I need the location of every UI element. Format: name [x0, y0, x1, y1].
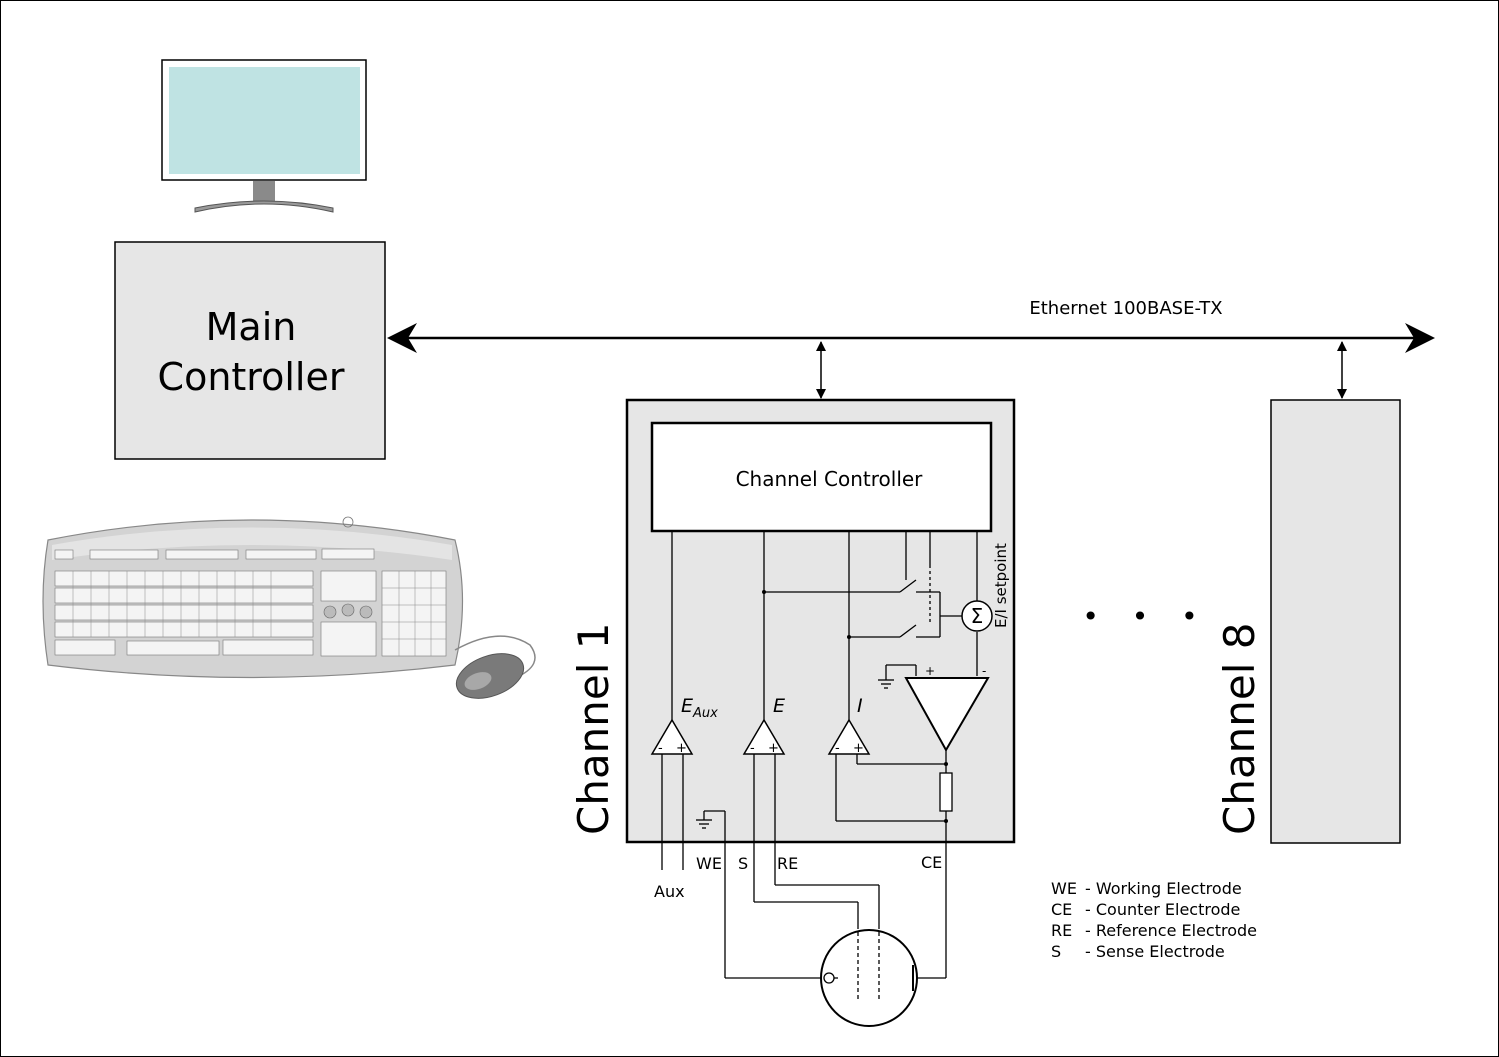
i-label: I: [857, 695, 863, 717]
we-terminal-label: WE: [696, 854, 722, 873]
power-amplifier-icon: + -: [904, 664, 990, 753]
e-aux-label: EAux: [681, 695, 718, 721]
junction-dots: [762, 590, 948, 823]
ethernet-label: Ethernet 100BASE-TX: [1029, 298, 1222, 319]
mouse-icon: [454, 635, 536, 699]
svg-text:+: +: [925, 664, 935, 678]
svg-text:+: +: [768, 741, 779, 756]
svg-text:-: -: [658, 741, 663, 756]
s-terminal-label: S: [738, 854, 748, 873]
channel-circuit: [661, 531, 978, 979]
main-controller-label-line2: Controller: [158, 355, 345, 399]
summing-junction-icon: Σ: [961, 600, 993, 632]
main-controller-block: Main Controller: [114, 241, 386, 460]
channel-8-label: Channel 8: [1215, 622, 1264, 835]
keyboard-icon: [42, 516, 464, 679]
ellipsis: • • •: [1082, 600, 1209, 633]
channel-8-block: [1270, 399, 1401, 844]
svg-text:-: -: [835, 741, 840, 756]
sigma-symbol: Σ: [971, 604, 984, 628]
legend-abbr-we: WE: [1051, 879, 1077, 898]
svg-text:+: +: [853, 741, 864, 756]
channel-controller-label: Channel Controller: [736, 467, 924, 491]
electrochemical-cell-icon: [820, 925, 918, 1027]
e-opamp-icon: - +: [742, 718, 786, 756]
svg-text:-: -: [750, 741, 755, 756]
legend-desc-ce: - Counter Electrode: [1085, 900, 1240, 919]
aux-terminal-label: Aux: [654, 882, 685, 901]
electrode-legend: WE - Working Electrode CE - Counter Elec…: [1051, 879, 1257, 961]
ground-icon: [878, 676, 894, 689]
legend-abbr-ce: CE: [1051, 900, 1072, 919]
svg-text:+: +: [676, 741, 687, 756]
legend-desc-we: - Working Electrode: [1085, 879, 1242, 898]
i-opamp-icon: - +: [827, 718, 871, 756]
legend-abbr-re: RE: [1051, 921, 1072, 940]
monitor-icon: [161, 59, 367, 213]
channel-1-label: Channel 1: [569, 622, 618, 835]
svg-text:-: -: [982, 664, 986, 678]
channel-controller-block: [650, 421, 993, 533]
legend-desc-re: - Reference Electrode: [1085, 921, 1257, 940]
setpoint-label: E/I setpoint: [992, 543, 1010, 628]
e-label: E: [773, 695, 785, 717]
ce-terminal-label: CE: [921, 853, 942, 872]
resistor-icon: [939, 772, 953, 812]
main-controller-label-line1: Main: [206, 305, 297, 349]
re-terminal-label: RE: [777, 854, 798, 873]
we-ground-icon: [696, 811, 712, 829]
legend-desc-s: - Sense Electrode: [1085, 942, 1225, 961]
legend-abbr-s: S: [1051, 942, 1061, 961]
aux-opamp-icon: - +: [650, 718, 694, 756]
